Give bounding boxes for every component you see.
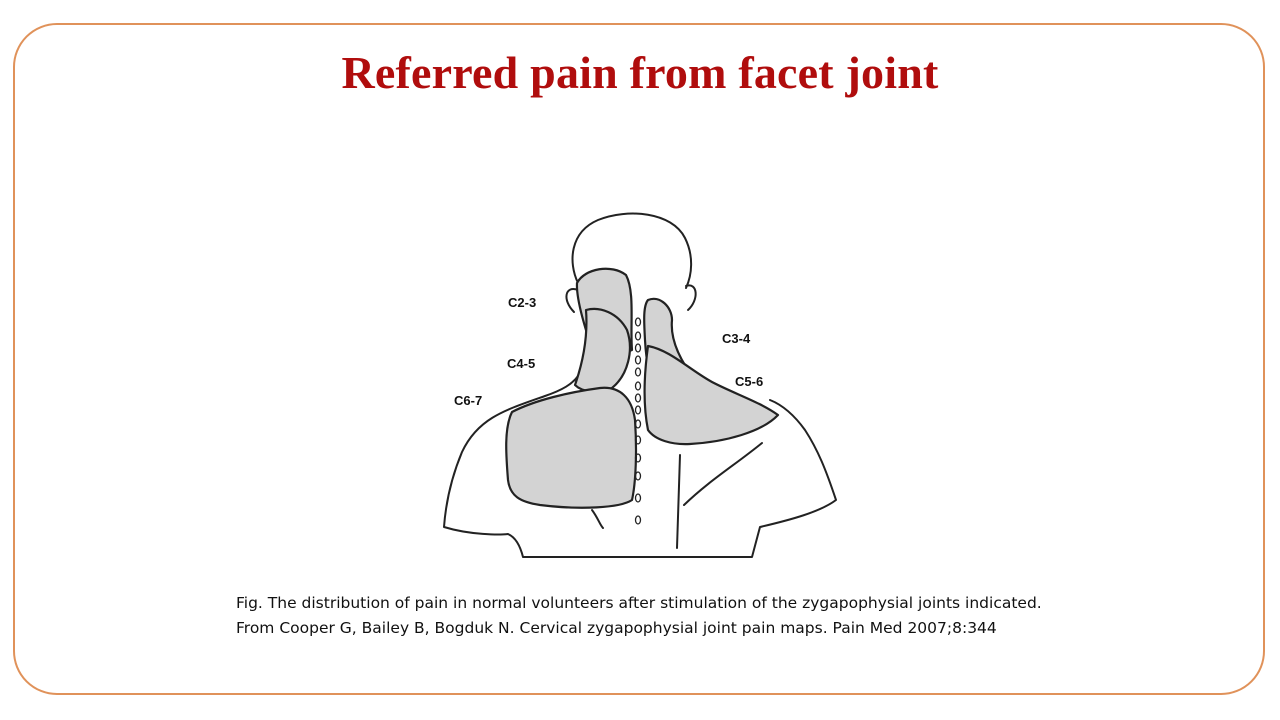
torso-outline [443,339,837,558]
region-c6-7 [505,386,638,509]
left-ear [565,288,579,313]
label-c5-6: C5-6 [735,374,763,389]
head-outline [571,212,693,289]
back-fold-line [676,454,681,549]
label-c3-4: C3-4 [722,331,751,346]
shoulder-blade-line [683,442,763,506]
right-ear [685,284,697,311]
figure-caption: Fig. The distribution of pain in normal … [236,594,1042,637]
vertebra-dots [634,317,642,525]
pain-map-diagram: C2-3 C3-4 C4-5 C5-6 C6-7 [443,212,837,558]
slide-title: Referred pain from facet joint [341,47,939,98]
label-c6-7: C6-7 [454,393,482,408]
slide-frame [13,23,1265,695]
left-lower-notch [591,509,604,529]
label-c2-3: C2-3 [508,295,536,310]
region-c5-6 [643,344,780,446]
pain-map-figure: C2-3 C3-4 C4-5 C5-6 C6-7 [430,205,850,570]
label-c4-5: C4-5 [507,356,535,371]
